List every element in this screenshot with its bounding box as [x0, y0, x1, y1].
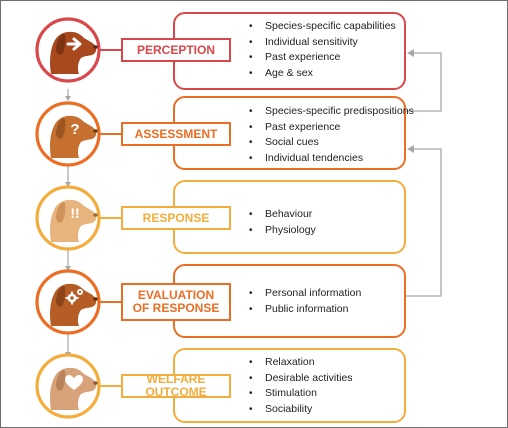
list-item: Past experience — [249, 50, 396, 66]
response-items: Behaviour Physiology — [249, 207, 316, 238]
response-label: RESPONSE — [121, 206, 231, 230]
question-mark-icon: ? — [70, 121, 79, 138]
response-label-text: RESPONSE — [142, 210, 210, 225]
list-item: Past experience — [249, 120, 414, 136]
evaluation-label-line2: OF RESPONSE — [132, 301, 220, 315]
evaluation-label: EVALUATION OF RESPONSE — [121, 283, 231, 321]
list-item: Species-specific predispositions — [249, 104, 414, 120]
welfare-label: WELFARE OUTCOME — [121, 372, 231, 399]
perception-dog-icon — [34, 16, 102, 84]
perception-label: PERCEPTION — [121, 38, 231, 62]
list-item: Personal information — [249, 286, 361, 302]
list-item: Relaxation — [249, 355, 353, 371]
list-item: Stimulation — [249, 386, 353, 402]
evaluation-label-line1: EVALUATION — [137, 288, 215, 302]
evaluation-items: Personal information Public information — [249, 286, 361, 317]
perception-items: Species-specific capabilities Individual… — [249, 19, 396, 81]
list-item: Public information — [249, 302, 361, 318]
list-item: Desirable activities — [249, 371, 353, 387]
feedback-arrows — [406, 52, 442, 297]
assessment-label: ASSESSMENT — [121, 122, 231, 146]
list-item: Physiology — [249, 223, 316, 239]
list-item: Individual sensitivity — [249, 35, 396, 51]
list-item: Age & sex — [249, 66, 396, 82]
response-dog-icon: !! — [34, 184, 102, 252]
arrow-into-head-icon — [66, 37, 82, 51]
welfare-label-text: WELFARE OUTCOME — [145, 372, 207, 399]
perception-label-text: PERCEPTION — [136, 42, 215, 57]
list-item: Behaviour — [249, 207, 316, 223]
welfare-dog-icon — [34, 352, 102, 420]
assessment-items: Species-specific predispositions Past ex… — [249, 104, 414, 166]
list-item: Species-specific capabilities — [249, 19, 396, 35]
assessment-label-text: ASSESSMENT — [134, 126, 218, 141]
gears-icon — [65, 289, 83, 305]
list-item: Sociability — [249, 402, 353, 418]
double-exclamation-icon: !! — [70, 205, 79, 221]
assessment-dog-icon: ? — [34, 100, 102, 168]
list-item: Social cues — [249, 135, 414, 151]
vertical-flow-arrows — [65, 89, 71, 357]
list-item: Individual tendencies — [249, 151, 414, 167]
welfare-items: Relaxation Desirable activities Stimulat… — [249, 355, 353, 417]
label-connectors — [100, 49, 122, 387]
heart-icon — [65, 375, 83, 390]
evaluation-dog-icon — [34, 268, 102, 336]
